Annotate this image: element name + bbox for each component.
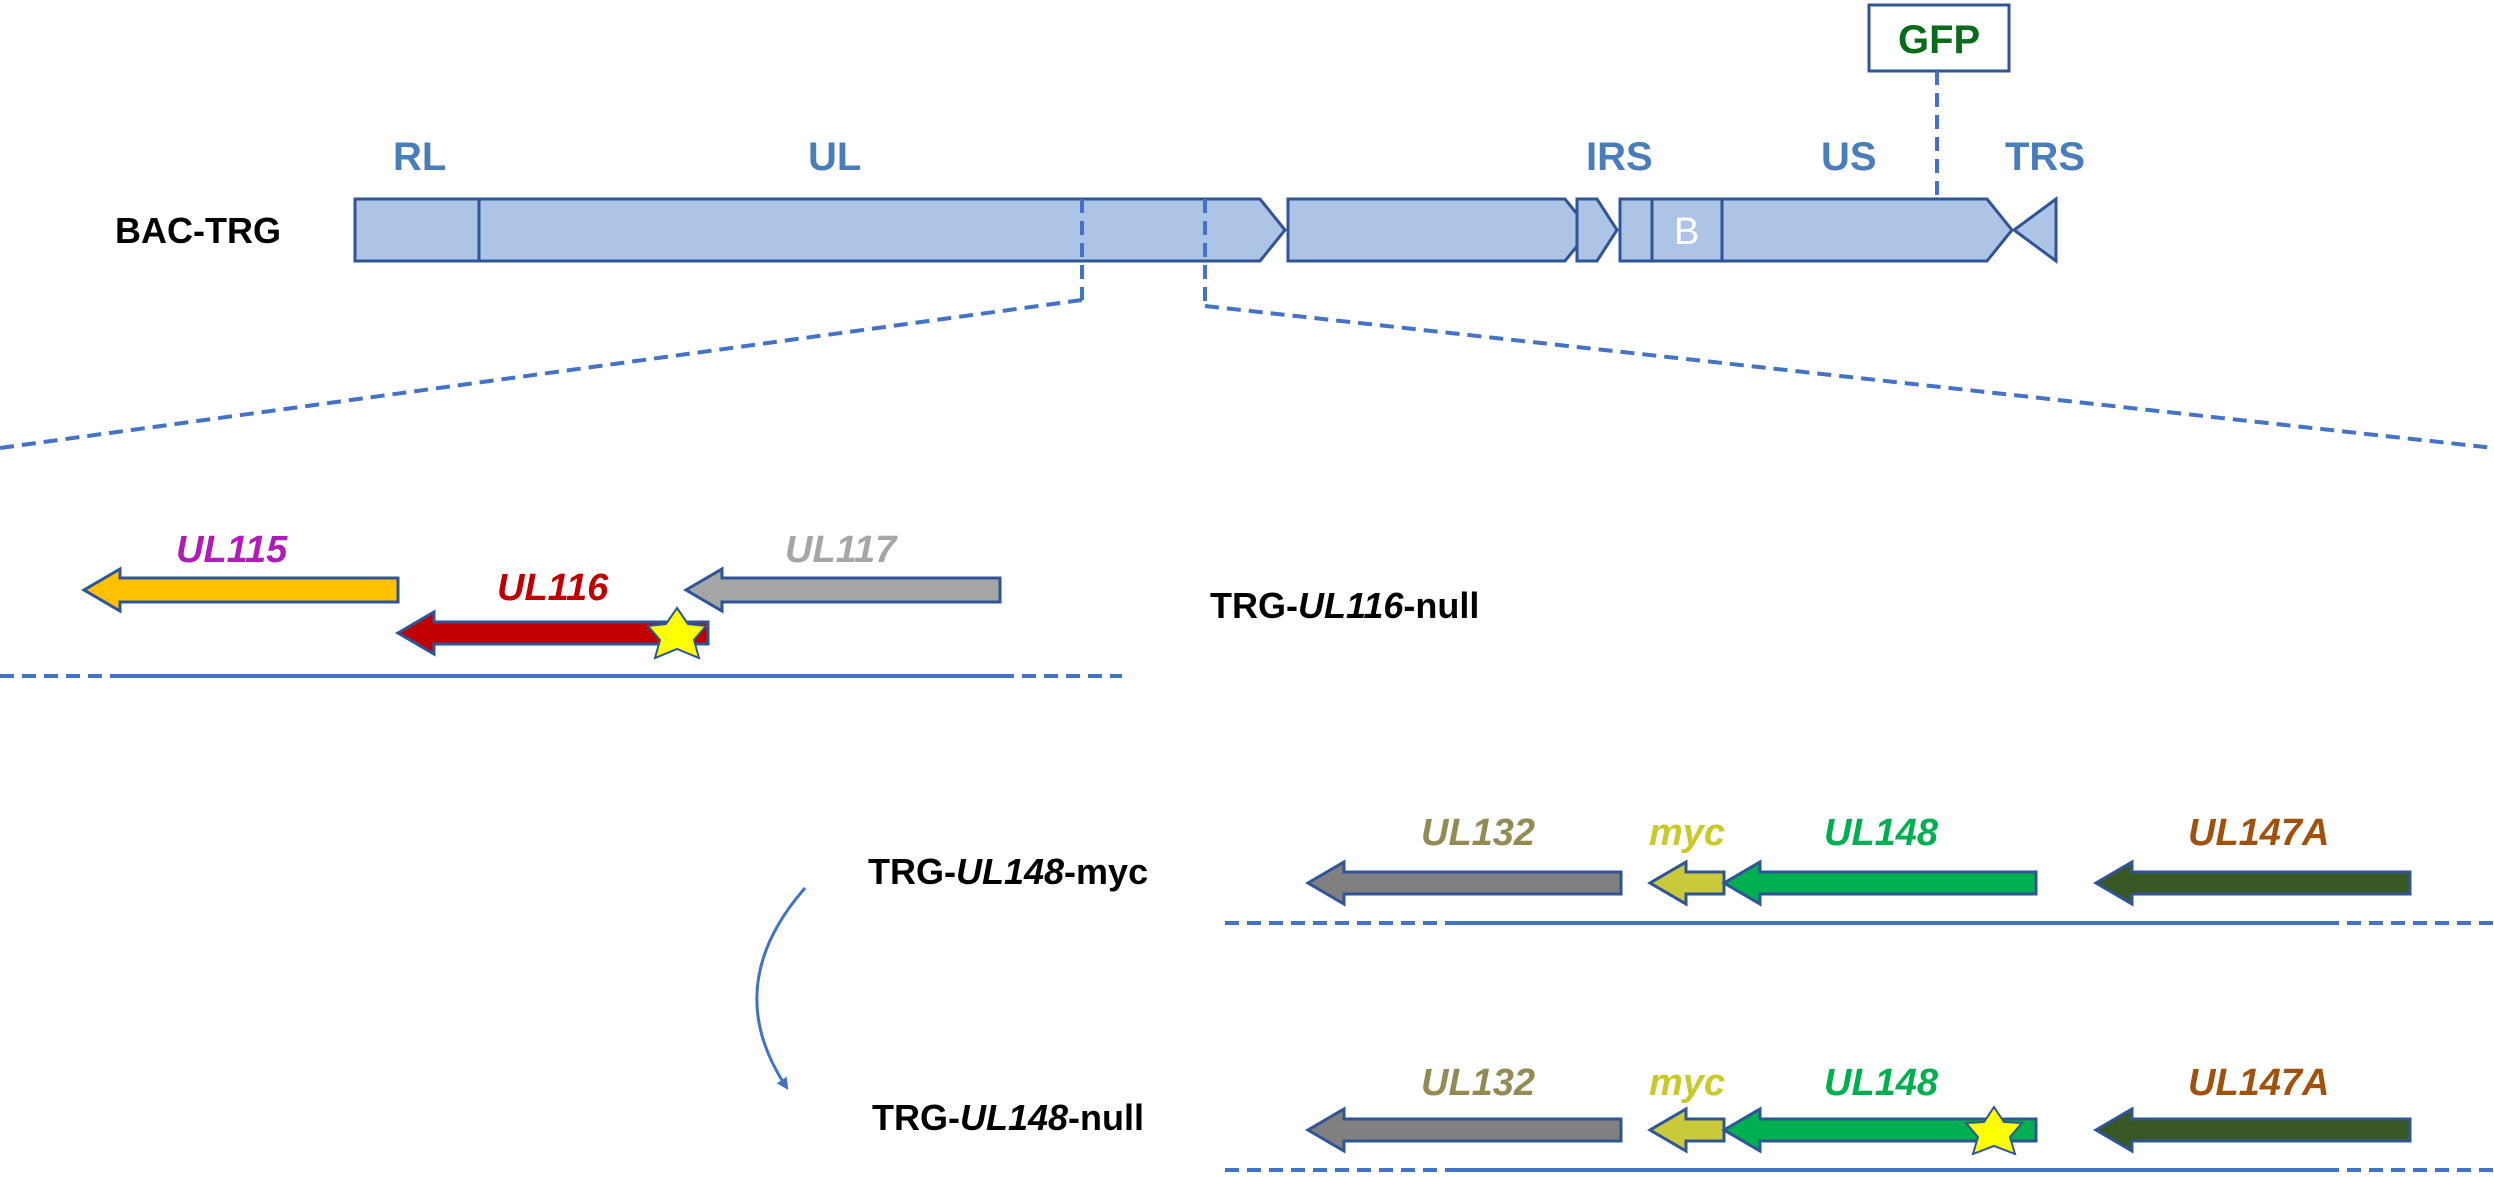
gene-ul132-label-null: UL132 (1421, 1062, 1535, 1104)
curved-arrow-icon (755, 887, 807, 1091)
gene-ul147a-arrow-myc (2093, 859, 2412, 907)
gfp-label: GFP (1898, 18, 1980, 62)
gene-myc-arrow-null (1647, 1106, 1726, 1154)
segment-irs-us (1618, 197, 2014, 263)
genome-name: BAC-TRG (115, 210, 281, 251)
gene-ul117-label: UL117 (785, 529, 898, 571)
gene-ul132-arrow-myc (1305, 859, 1623, 907)
gene-ul147a-label-null: UL147A (2188, 1062, 2330, 1104)
gene-ul148-arrow-myc (1721, 859, 2038, 907)
gene-ul116-label: UL116 (497, 567, 609, 609)
gene-ul115-label: UL115 (176, 529, 288, 571)
star-icon (1963, 1105, 2025, 1156)
b-label: B (1674, 211, 1699, 253)
genome-bar (353, 196, 2058, 264)
gene-ul147a-label-myc: UL147A (2188, 812, 2330, 854)
region-trs-label: TRS (2005, 135, 2085, 179)
gene-ul147a-arrow-null (2093, 1106, 2412, 1154)
region-rl-label: RL (393, 135, 446, 179)
star-icon (646, 606, 708, 660)
gene-myc-label-null: myc (1649, 1062, 1725, 1104)
gene-myc-arrow-myc (1647, 859, 1726, 907)
zoom-lines (0, 199, 2494, 450)
gfp-box (1867, 3, 2011, 73)
construct-ul116-null-label: TRG-UL116-null (1210, 585, 1479, 626)
region-irs-label: IRS (1586, 135, 1653, 179)
gene-myc-label-myc: myc (1649, 812, 1725, 854)
segment-irs-left (1575, 197, 1619, 263)
segment-trs (2011, 196, 2058, 264)
segment-irl (1286, 197, 1592, 263)
region-us-label: US (1821, 135, 1877, 179)
segment-rl-ul (353, 197, 1287, 263)
construct-ul148-null-label: TRG-UL148-null (872, 1097, 1144, 1138)
construct-ul148-myc-label: TRG-UL148-myc (868, 851, 1148, 892)
gene-ul132-label-myc: UL132 (1421, 812, 1535, 854)
gene-ul148-label-null: UL148 (1824, 1062, 1939, 1104)
gene-ul117-arrow (683, 566, 1002, 614)
region-ul-label: UL (808, 135, 861, 179)
gene-ul148-label-myc: UL148 (1824, 812, 1939, 854)
gene-ul132-arrow-null (1305, 1106, 1623, 1154)
gene-ul115-arrow (81, 566, 400, 614)
